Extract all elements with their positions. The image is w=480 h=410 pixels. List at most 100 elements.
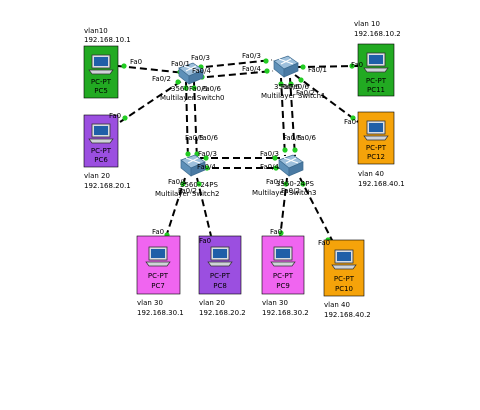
vlan-labels: vlan10 192.168.10.1 vlan 20 192.168.20.1… — [84, 20, 405, 319]
switch-icon — [273, 55, 299, 78]
port-label-s1-fa03: Fa0/3 — [242, 52, 261, 60]
pc-type-label: PC-PT — [366, 77, 387, 85]
pc-name-label: PC9 — [276, 282, 290, 290]
pc6-vlan: vlan 20 — [84, 172, 110, 180]
switch-labels: 3560 Multilayer Switch0 3560 Multilayer … — [155, 83, 326, 198]
pc9[interactable]: PC-PT PC9 — [261, 235, 305, 295]
port-label-pc7-fa0: Fa0 — [152, 228, 164, 236]
pc-type-label: PC-PT — [210, 272, 231, 280]
link-status-dots — [121, 58, 356, 243]
pc-name-label: PC6 — [94, 156, 108, 164]
pc5-ip: 192.168.10.1 — [84, 36, 131, 44]
port-label-pc8-fa0: Fa0 — [199, 237, 211, 245]
pc-name-label: PC5 — [94, 87, 108, 95]
port-label-s0-fa04: Fa0/4 — [192, 67, 211, 75]
pc-name-label: PC11 — [367, 86, 385, 94]
pc10[interactable]: PC-PT PC10 — [323, 239, 365, 297]
port-label-s2-fa06: Fa0/6 — [199, 134, 218, 142]
pc-type-label: PC-PT — [366, 144, 387, 152]
link-switch3-pc10[interactable] — [299, 177, 334, 243]
pc7[interactable]: PC-PT PC7 — [136, 235, 181, 295]
computer-icon — [88, 54, 114, 75]
multilayer-switch3[interactable] — [278, 154, 304, 177]
link-switch0-switch2-fa06[interactable] — [193, 81, 198, 161]
port-label-s0-fa03: Fa0/3 — [191, 54, 210, 62]
switch3-model: 3560-24PS — [276, 180, 314, 188]
link-switch0-switch1-fa04[interactable] — [195, 70, 274, 79]
port-label-pc5-fa0: Fa0 — [130, 58, 142, 66]
link-switch1-switch3-fa05[interactable] — [280, 77, 286, 157]
port-label-s3-fa03: Fa0/3 — [260, 150, 279, 158]
pc12-vlan: vlan 40 — [358, 170, 384, 178]
port-label-s2-fa05: Fa0/5 — [185, 134, 204, 142]
pc9-vlan: vlan 30 — [262, 299, 288, 307]
pc12[interactable]: PC-PT PC12 — [357, 111, 395, 165]
link-switch1-pc12[interactable] — [294, 74, 359, 123]
link-switch0-switch1-fa03[interactable] — [194, 59, 273, 69]
link-switch3-pc9[interactable] — [279, 177, 288, 239]
port-label-s3-fa02: Fa0/2 — [281, 187, 300, 195]
port-label-pc9-fa0: Fa0 — [270, 228, 282, 236]
links — [117, 59, 359, 243]
port-label-s1-fa05: Fa0/5 — [281, 83, 300, 91]
switch0-name: Multilayer Switch0 — [160, 94, 225, 102]
pc-name-label: PC10 — [335, 285, 353, 293]
pc11-vlan: vlan 10 — [354, 20, 380, 28]
port-label-s1-fa06: Fa0/6 — [290, 83, 309, 91]
computer-icon — [363, 52, 389, 73]
pc8[interactable]: PC-PT PC8 — [198, 235, 242, 295]
pc-type-label: PC-PT — [91, 78, 112, 86]
link-switch1-switch3-fa06[interactable] — [289, 77, 296, 157]
computer-icon — [331, 249, 357, 270]
pc9-ip: 192.168.30.2 — [262, 309, 309, 317]
link-pc5-switch0[interactable] — [117, 65, 186, 74]
computer-icon — [145, 246, 171, 267]
port-label-s3-fa01: Fa0/1 — [266, 178, 285, 186]
pc12-ip: 192.168.40.1 — [358, 180, 405, 188]
pc5[interactable]: PC-PT PC5 — [83, 45, 119, 99]
port-label-s2-fa01: Fa0/1 — [168, 178, 187, 186]
computer-icon — [363, 120, 389, 141]
link-pc6-switch0[interactable] — [119, 79, 184, 123]
pc-type-label: PC-PT — [91, 147, 112, 155]
port-label-s2-fa04: Fa0/4 — [197, 163, 216, 171]
link-switch1-pc11[interactable] — [296, 65, 359, 68]
switch1-model: 3560 — [274, 83, 292, 91]
pc-type-label: PC-PT — [273, 272, 294, 280]
port-labels: Fa0 Fa0/1 Fa0/2 Fa0 Fa0/3 Fa0/4 Fa0/3 Fa… — [109, 52, 363, 247]
pc5-vlan: vlan10 — [84, 27, 108, 35]
port-label-s3-fa05: Fa0/5 — [283, 134, 302, 142]
computer-icon — [207, 246, 233, 267]
port-label-s0-fa05: Fa0/5 — [189, 85, 208, 93]
switch-icon — [278, 154, 304, 177]
pc-name-label: PC7 — [151, 282, 165, 290]
switch3-name: Multilayer Switch3 — [252, 189, 317, 197]
pc-name-label: PC12 — [367, 153, 385, 161]
pc6-ip: 192.168.20.1 — [84, 182, 131, 190]
switch1-name: Multilayer Switch1 — [261, 92, 326, 100]
port-label-s3-fa06: Fa0/6 — [297, 134, 316, 142]
pc10-ip: 192.168.40.2 — [324, 311, 371, 319]
link-switch0-switch2-fa05[interactable] — [185, 81, 189, 161]
pc-name-label: PC8 — [213, 282, 227, 290]
pc7-vlan: vlan 30 — [137, 299, 163, 307]
port-label-s2-fa02: Fa0/2 — [178, 187, 197, 195]
port-label-s1-fa04: Fa0/4 — [242, 65, 261, 73]
port-label-s0-fa06: Fa0/6 — [202, 85, 221, 93]
pc10-vlan: vlan 40 — [324, 301, 350, 309]
pc11[interactable]: PC-PT PC11 — [357, 43, 395, 97]
switch2-name: Multilayer Switch2 — [155, 190, 220, 198]
port-label-s2-fa03: Fa0/3 — [198, 150, 217, 158]
multilayer-switch1[interactable] — [273, 55, 299, 78]
computer-icon — [270, 246, 296, 267]
pc6[interactable]: PC-PT PC6 — [83, 114, 119, 168]
port-label-s0-fa02: Fa0/2 — [152, 75, 171, 83]
port-label-pc10-fa0: Fa0 — [318, 239, 330, 247]
pc8-vlan: vlan 20 — [199, 299, 225, 307]
switch2-model: 3560-24PS — [180, 181, 218, 189]
port-label-pc12-fa0: Fa0 — [344, 118, 356, 126]
port-label-s1-fa01: Fa0/1 — [308, 66, 327, 74]
port-label-pc11-fa0: Fa0 — [351, 61, 363, 69]
port-label-pc6-fa0: Fa0 — [109, 112, 121, 120]
